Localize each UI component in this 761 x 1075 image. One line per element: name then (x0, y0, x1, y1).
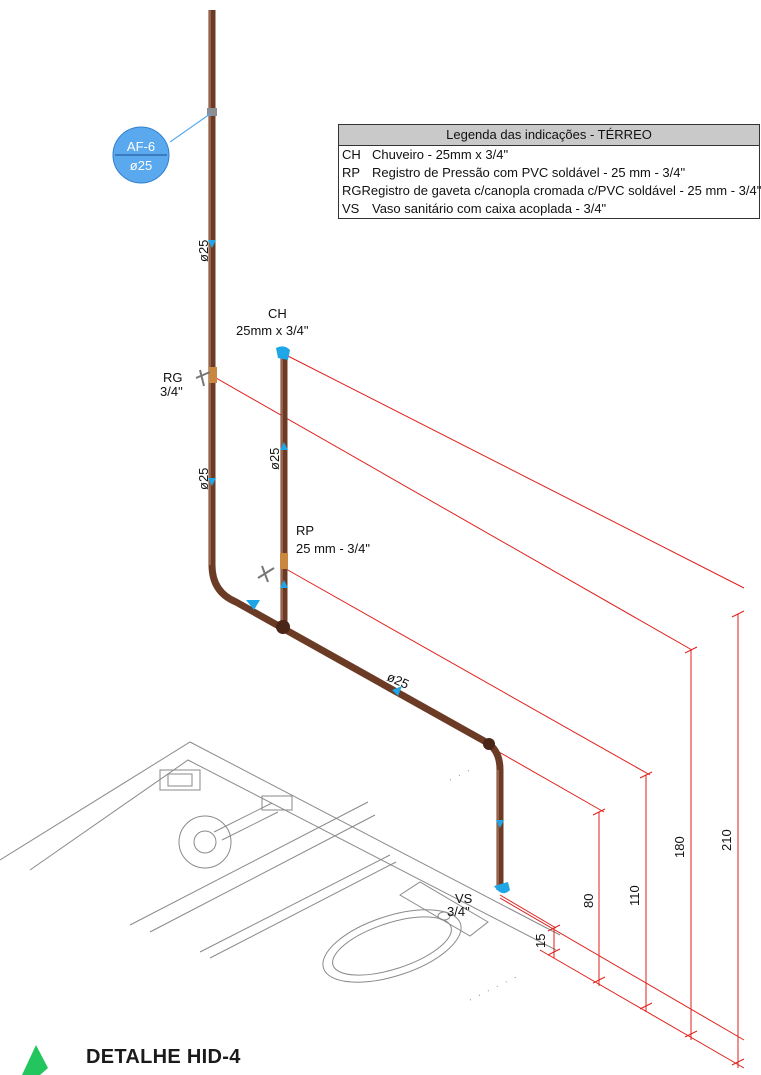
legend-title: Legenda das indicações - TÉRREO (339, 125, 759, 146)
rg-code: RG (163, 370, 183, 385)
legend-code: CH (342, 147, 361, 162)
legend-code: VS (342, 201, 360, 216)
shower-outlet (276, 346, 290, 360)
pipe-label-vertical-mid: ø25 (196, 468, 211, 490)
pipe-network (195, 10, 510, 894)
rp-code: RP (296, 523, 314, 538)
vs-code: VS (455, 891, 473, 906)
tag-name: AF-6 (127, 139, 155, 154)
dimension-210: 210 (719, 829, 734, 851)
legend-row: CH Chuveiro - 25mm x 3/4" (339, 146, 759, 164)
dimension-lines (215, 353, 745, 1069)
tee-fitting (276, 620, 290, 634)
tag-diameter: ø25 (130, 158, 152, 173)
rg-spec: 3/4" (160, 384, 183, 399)
toilet-outlet (494, 882, 510, 894)
rg-valve-body (209, 367, 217, 383)
rp-spec: 25 mm - 3/4" (296, 541, 370, 556)
dimension-180: 180 (672, 836, 687, 858)
rp-valve-body (280, 553, 288, 569)
legend-text: Registro de Pressão com PVC soldável - 2… (372, 165, 686, 180)
rp-valve-handle (257, 565, 275, 583)
legend-code: RP (342, 165, 361, 180)
elbow-fitting (483, 738, 495, 750)
vs-spec: 3/4" (447, 904, 470, 919)
legend-row: RG Registro de gaveta c/canopla cromada … (339, 182, 761, 200)
dimension-15: 15 (533, 934, 548, 948)
drawing-title: DETALHE HID-4 (86, 1046, 241, 1068)
isometric-plumbing-drawing: AF-6 ø25 ø25 ø25 ø25 ø25 CH 25mm x 3/4" … (0, 10, 745, 1075)
ch-spec: 25mm x 3/4" (236, 323, 309, 338)
legend-row: VS Vaso sanitário com caixa acoplada - 3… (339, 200, 759, 218)
floor-plan (0, 741, 561, 1001)
ch-code: CH (268, 306, 287, 321)
pipe-coupling (207, 108, 217, 116)
legend-row: RP Registro de Pressão com PVC soldável … (339, 164, 759, 182)
logo-icon (22, 1045, 48, 1075)
legend-text: Chuveiro - 25mm x 3/4" (372, 147, 509, 162)
af6-tag: AF-6 ø25 (112, 113, 211, 184)
dimension-110: 110 (627, 885, 642, 906)
legend-table: Legenda das indicações - TÉRREO CH Chuve… (338, 124, 761, 219)
legend-code: RG (342, 183, 362, 198)
dimension-80: 80 (581, 894, 596, 908)
pipe-label-riser: ø25 (267, 448, 282, 470)
flow-arrows (208, 240, 504, 828)
legend-text: Vaso sanitário com caixa acoplada - 3/4" (372, 201, 607, 216)
legend-text: Registro de gaveta c/canopla cromada c/P… (361, 183, 761, 198)
rg-valve-handle (195, 369, 211, 387)
pipe-label-vertical-top: ø25 (196, 240, 211, 262)
